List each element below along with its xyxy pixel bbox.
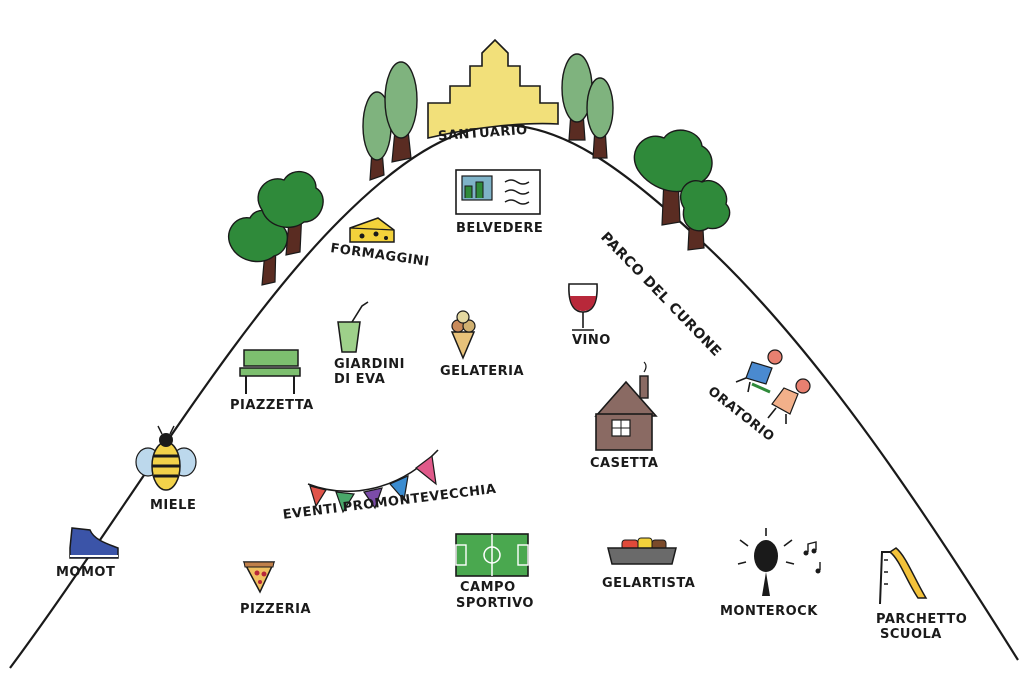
label-vino[interactable]: VINO — [572, 333, 611, 348]
label-giardini-di-eva-line2[interactable]: DI EVA — [334, 372, 386, 387]
pastry-tray-icon — [607, 537, 677, 565]
label-momot[interactable]: MOMOT — [56, 565, 116, 580]
label-gelartista[interactable]: GELARTISTA — [602, 576, 696, 591]
bee-icon — [135, 425, 197, 491]
soccer-field-icon — [455, 533, 529, 577]
slide-icon — [879, 547, 928, 605]
bench-icon — [239, 349, 301, 394]
pizza-slice-icon — [242, 561, 276, 594]
cheese-icon — [349, 217, 395, 243]
tree-icon — [561, 53, 614, 159]
shoe-icon — [69, 527, 119, 559]
ice-cream-icon — [450, 310, 476, 360]
label-parchetto-scuola-line2[interactable]: SCUOLA — [880, 627, 942, 642]
house-icon — [594, 361, 658, 451]
label-casetta[interactable]: CASETTA — [590, 456, 659, 471]
tree-icon — [227, 170, 324, 286]
label-campo-sportivo-line2[interactable]: SPORTIVO — [456, 596, 534, 611]
label-gelateria[interactable]: GELATERIA — [440, 364, 525, 379]
label-piazzetta[interactable]: PIAZZETTA — [230, 398, 314, 413]
label-belvedere[interactable]: BELVEDERE — [456, 221, 544, 236]
label-campo-sportivo-line1[interactable]: CAMPO — [460, 580, 516, 595]
label-pizzeria[interactable]: PIZZERIA — [240, 602, 312, 617]
label-miele[interactable]: MIELE — [150, 498, 197, 513]
label-giardini-di-eva-line1[interactable]: GIARDINI — [334, 357, 405, 372]
santuario-icon — [427, 38, 559, 140]
drink-cup-icon — [337, 301, 369, 353]
belvedere-postcard-icon — [455, 169, 541, 215]
label-parchetto-scuola-line1[interactable]: PARCHETTO — [876, 612, 968, 627]
label-monterock[interactable]: MONTEROCK — [720, 604, 818, 619]
tree-icon — [633, 129, 731, 251]
tree-icon — [362, 61, 418, 181]
microphone-icon — [737, 528, 821, 596]
bunting-flags-icon — [307, 449, 439, 514]
wine-glass-icon — [568, 283, 598, 331]
children-icon — [735, 349, 811, 424]
